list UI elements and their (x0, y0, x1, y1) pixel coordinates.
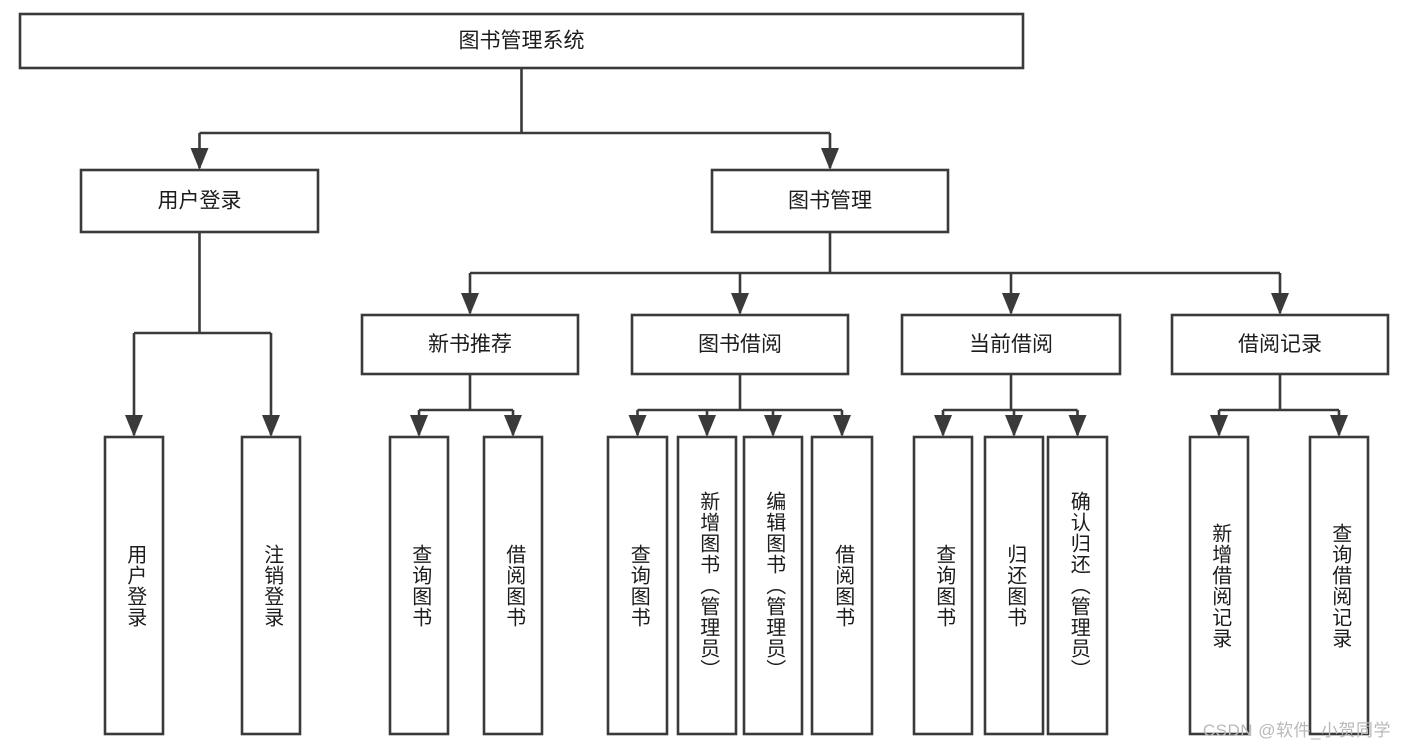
node-box-login[interactable] (79, 168, 320, 234)
node-label-newbooks: 新书推荐 (428, 333, 512, 356)
node-box-root[interactable] (18, 12, 1025, 70)
arrow-head-leaf-query-books-cur (934, 415, 952, 437)
arrow-head-leaf-query-record (1330, 415, 1348, 437)
arrow-head-leaf-query-books (628, 415, 647, 437)
arrow-head-newbooks (461, 293, 479, 315)
node-box-leaf-user-login[interactable] (103, 435, 165, 736)
arrow-head-leaf-edit-book (764, 415, 782, 437)
node-label-login: 用户登录 (158, 190, 242, 213)
node-box-records[interactable] (1170, 313, 1390, 376)
node-label-borrow: 图书借阅 (698, 333, 782, 356)
node-label-root: 图书管理系统 (459, 30, 585, 53)
node-box-leaf-edit-book[interactable] (742, 435, 804, 736)
node-box-leaf-confirm-return[interactable] (1046, 435, 1109, 736)
arrow-head-current (1002, 293, 1020, 315)
node-label-records: 借阅记录 (1238, 333, 1322, 356)
node-box-leaf-add-book[interactable] (676, 435, 738, 736)
node-box-leaf-logout[interactable] (240, 435, 302, 736)
arrow-head-leaf-user-login (125, 415, 143, 437)
node-box-layer (18, 12, 1390, 736)
node-box-bookmgmt[interactable] (710, 168, 950, 234)
node-box-leaf-query-books[interactable] (606, 435, 669, 736)
arrow-head-leaf-borrow-books-new (504, 415, 522, 437)
node-box-leaf-query-record[interactable] (1308, 435, 1370, 736)
node-label-current: 当前借阅 (969, 333, 1053, 356)
node-box-leaf-query-books-new[interactable] (388, 435, 450, 736)
arrow-head-leaf-borrow-book (833, 415, 851, 437)
node-label-bookmgmt: 图书管理 (788, 190, 872, 213)
arrow-head-leaf-logout (262, 415, 280, 437)
node-box-leaf-return-book[interactable] (983, 435, 1045, 736)
node-box-current[interactable] (900, 313, 1122, 376)
node-box-leaf-add-record[interactable] (1188, 435, 1250, 736)
node-box-leaf-borrow-book[interactable] (810, 435, 874, 736)
arrow-head-leaf-return-book (1005, 415, 1023, 437)
node-box-newbooks[interactable] (360, 313, 580, 376)
arrow-head-login (190, 148, 209, 170)
node-box-leaf-borrow-books-new[interactable] (482, 435, 544, 736)
arrow-head-borrow (731, 293, 749, 315)
arrow-head-leaf-add-record (1210, 415, 1228, 437)
arrow-head-records (1271, 293, 1289, 315)
node-box-borrow[interactable] (630, 313, 850, 376)
arrow-head-leaf-query-books-new (410, 415, 428, 437)
arrow-head-leaf-confirm-return (1068, 415, 1087, 437)
connector-layer (125, 68, 1348, 437)
arrow-head-bookmgmt (821, 148, 839, 170)
arrow-head-leaf-add-book (698, 415, 716, 437)
node-box-leaf-query-books-cur[interactable] (912, 435, 974, 736)
